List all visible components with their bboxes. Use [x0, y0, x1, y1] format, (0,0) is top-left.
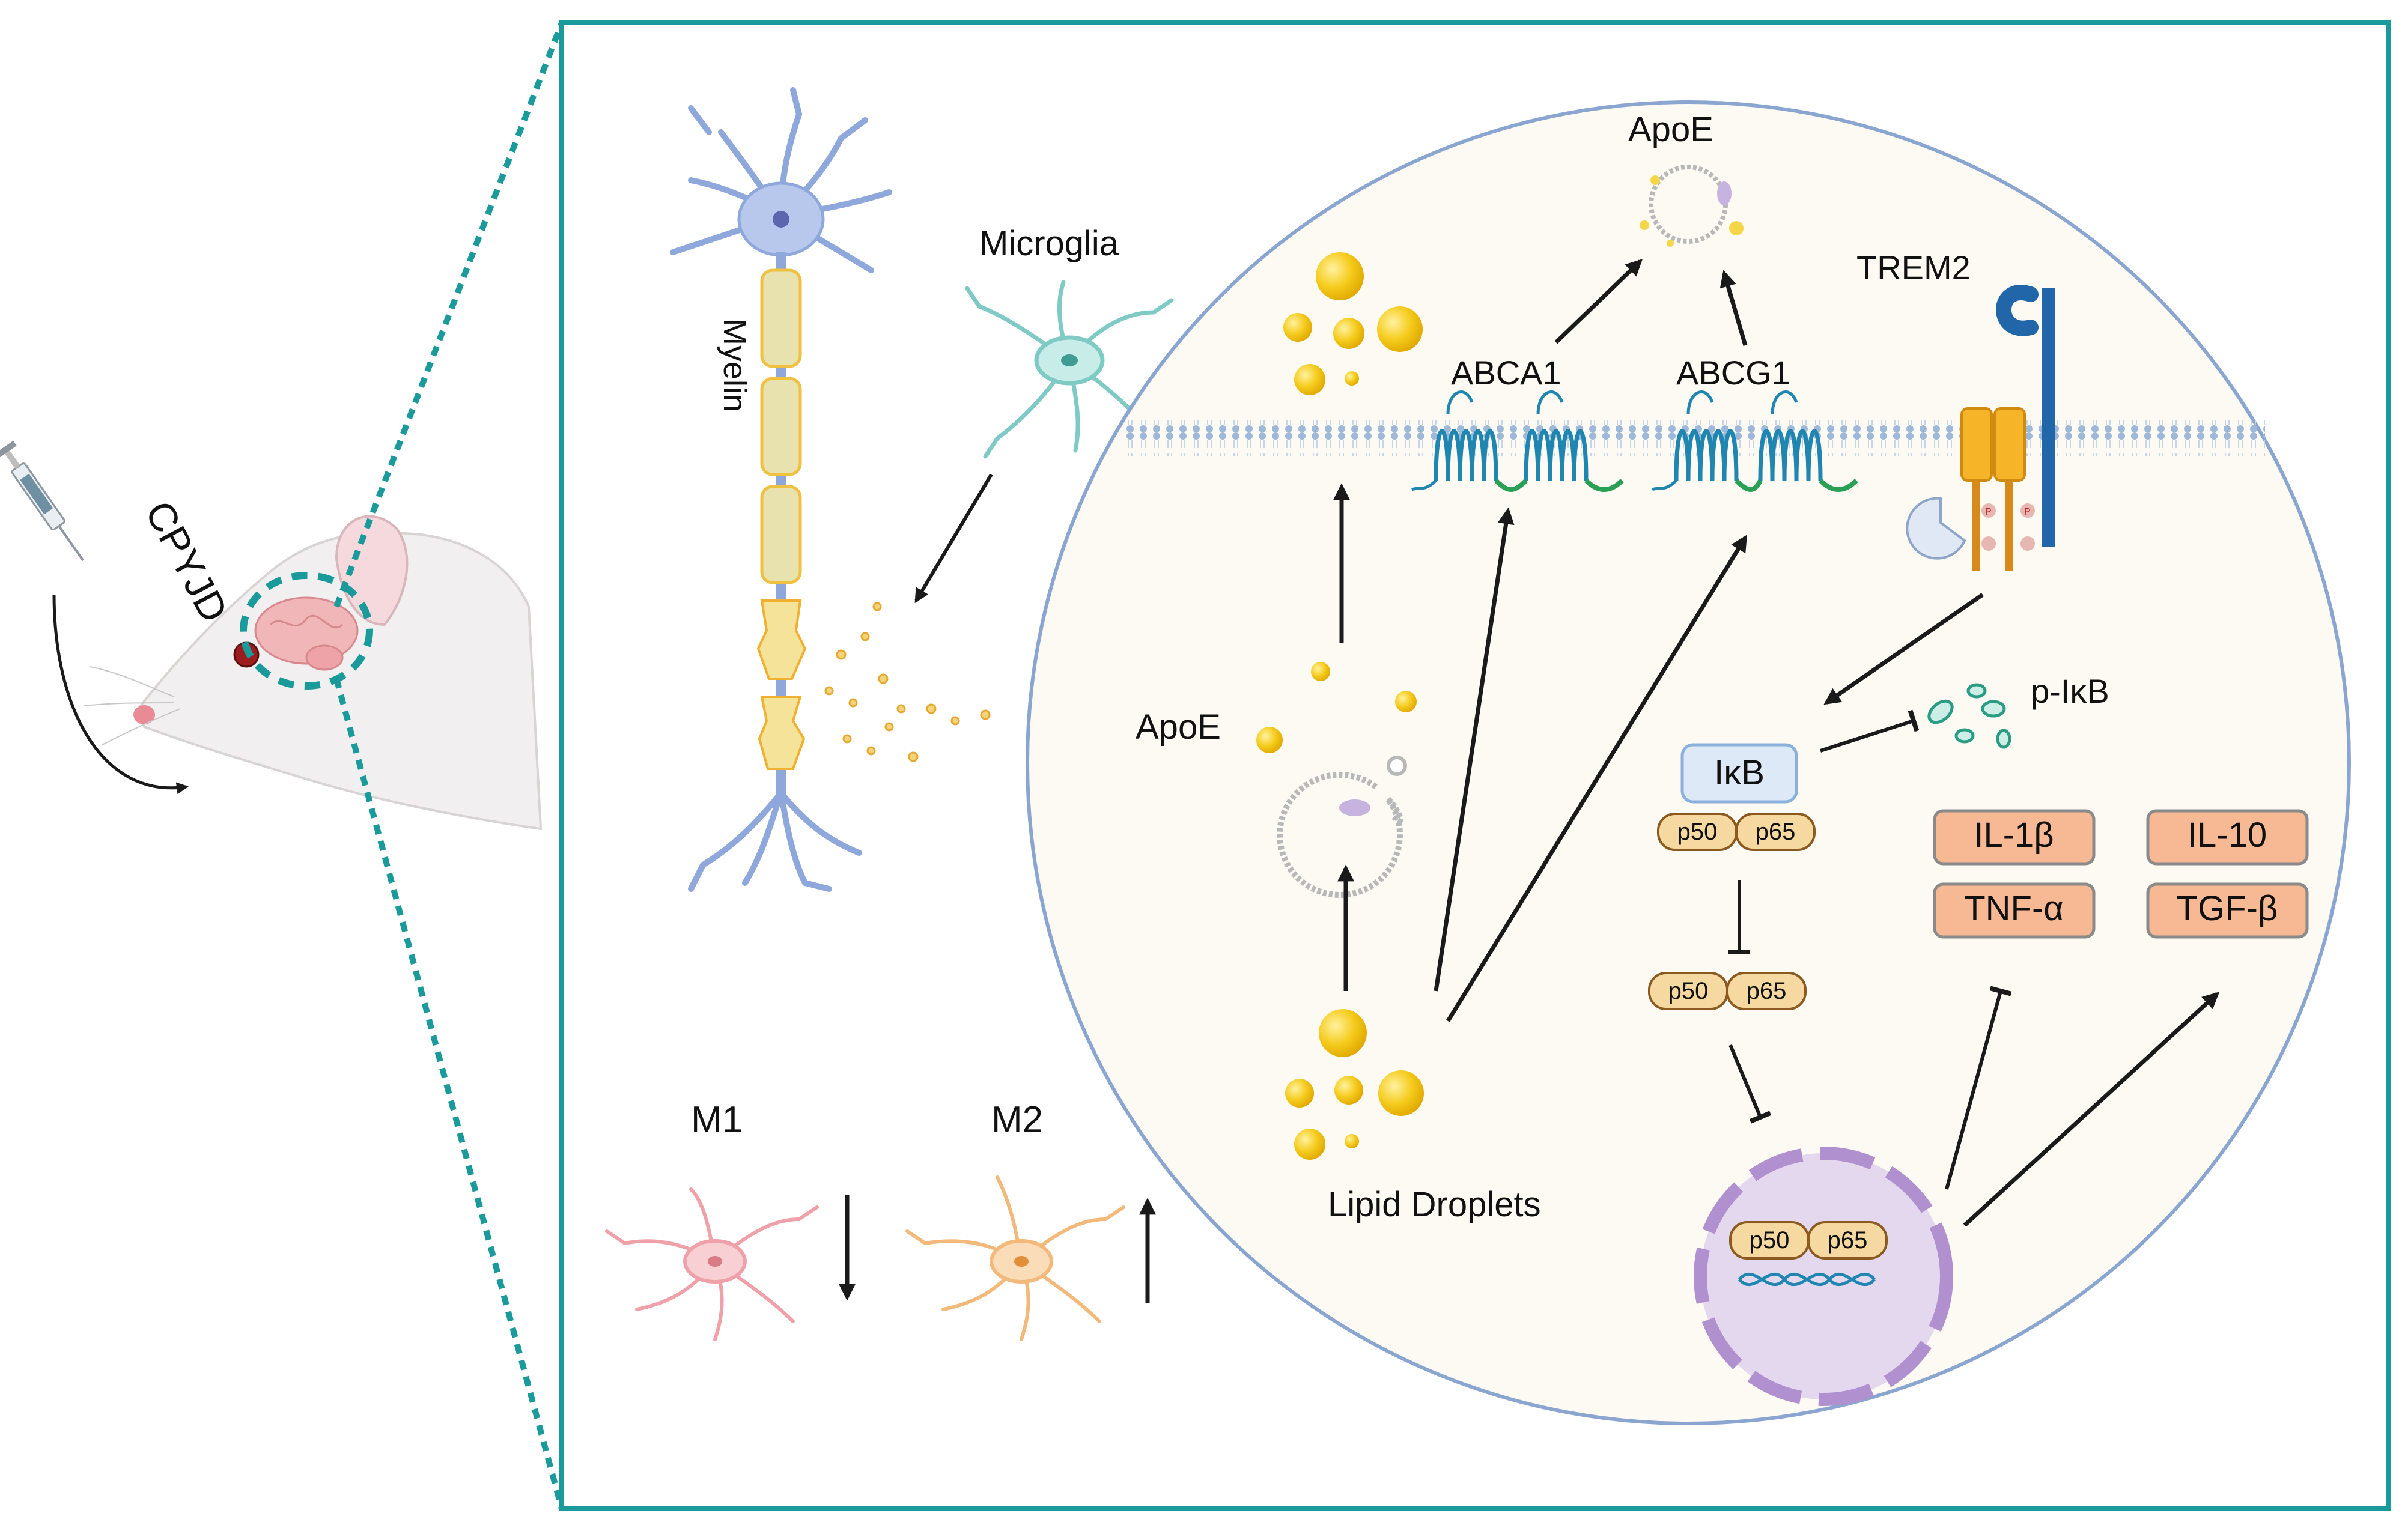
- myelin-debris: [824, 602, 991, 762]
- pro-inflammatory-cytokines: IL-1β TNF-α: [1933, 809, 2096, 939]
- svg-text:TNF-α: TNF-α: [1964, 889, 2064, 928]
- rat-ear: [335, 515, 409, 626]
- svg-text:p65: p65: [1747, 978, 1787, 1004]
- dna-helix-icon: [1738, 1273, 1876, 1286]
- arrow-abcg1-to-apoe: [1719, 270, 1748, 346]
- svg-text:p50: p50: [1750, 1227, 1790, 1254]
- abca1-transporter: [1411, 390, 1624, 492]
- inhibit-ikb-to-pikb: [1820, 709, 1920, 753]
- p-ikb-label: p-IκB: [2031, 672, 2109, 710]
- trem2-receptor: P P: [1906, 285, 2055, 571]
- neuron-nucleus: [773, 211, 789, 228]
- p-ikb-fragments: [1927, 683, 2011, 749]
- abca1-label: ABCA1: [1451, 354, 1561, 392]
- microglia-label: Microglia: [979, 224, 1119, 263]
- arrow-abca1-to-apoe: [1554, 259, 1643, 344]
- svg-text:IL-1β: IL-1β: [1974, 816, 2054, 855]
- m1-label: M1: [691, 1099, 743, 1141]
- rat-whiskers: [84, 666, 181, 745]
- arrow-lipid-to-abcg1: [1446, 535, 1747, 1022]
- trem2-label: TREM2: [1856, 249, 1971, 286]
- microglia-icon: [965, 280, 1174, 459]
- inhibit-nucleus-to-pro: [1945, 986, 2012, 1190]
- lipid-droplets-upper: [1283, 252, 1423, 395]
- arrow-nucleus-to-anti: [1963, 992, 2220, 1227]
- inhibit-free-to-nucleus: [1728, 1044, 1772, 1124]
- myelin-label: Myelin: [717, 318, 753, 412]
- svg-text:p50: p50: [1677, 819, 1718, 845]
- svg-text:TGF-β: TGF-β: [2177, 889, 2278, 928]
- abcg1-label: ABCG1: [1676, 354, 1790, 392]
- ikb-label: IκB: [1714, 753, 1765, 792]
- neuron-dendrites-bottom: [688, 790, 862, 892]
- svg-text:p50: p50: [1668, 978, 1709, 1004]
- myelin-sheaths: [760, 268, 802, 584]
- m2-label: M2: [991, 1099, 1043, 1141]
- rat-illustration: CPYJD: [0, 440, 543, 831]
- lipid-droplets-lower: [1285, 1009, 1424, 1160]
- injection-label: CPYJD: [137, 494, 237, 629]
- neuron: Myelin: [670, 87, 991, 892]
- arrow-lipid-to-abca1: [1434, 507, 1515, 992]
- injection-arrow: [52, 594, 189, 795]
- syringe-icon: [0, 440, 84, 562]
- zoom-line-top: [333, 22, 565, 608]
- apoe-top-particle: [1640, 165, 1744, 247]
- lipid-droplets-label: Lipid Droplets: [1328, 1185, 1541, 1224]
- nfkb-complex-cytoplasm: p50 p65: [1657, 813, 1816, 851]
- rat-nose: [133, 705, 155, 724]
- rat-brain: [254, 596, 359, 671]
- apoe-inner-particle: [1256, 662, 1417, 898]
- svg-text:IL-10: IL-10: [2188, 816, 2267, 855]
- apoe-inner-label: ApoE: [1136, 708, 1221, 747]
- anti-inflammatory-cytokines: IL-10 TGF-β: [2146, 809, 2309, 939]
- abcg1-transporter: [1651, 390, 1858, 492]
- nfkb-free: p50 p65: [1648, 972, 1807, 1010]
- m2-microglia-icon: [905, 1175, 1125, 1341]
- nucleus: p50 p65: [1694, 1147, 1953, 1406]
- zoom-line-bottom: [333, 678, 565, 1510]
- svg-text:P: P: [2024, 507, 2031, 517]
- apoe-top-label: ApoE: [1628, 110, 1713, 149]
- ikb-box: [1680, 743, 1798, 804]
- arrow-microglia-to-debris: [914, 473, 993, 604]
- m1-microglia-icon: [605, 1187, 819, 1341]
- brain-zoom-ring: [240, 572, 373, 690]
- svg-text:p65: p65: [1756, 819, 1796, 845]
- damaged-myelin: [756, 599, 807, 770]
- svg-text:P: P: [1985, 507, 1992, 517]
- svg-text:p65: p65: [1828, 1227, 1868, 1254]
- arrow-trem2-to-ikb: [1823, 593, 1984, 705]
